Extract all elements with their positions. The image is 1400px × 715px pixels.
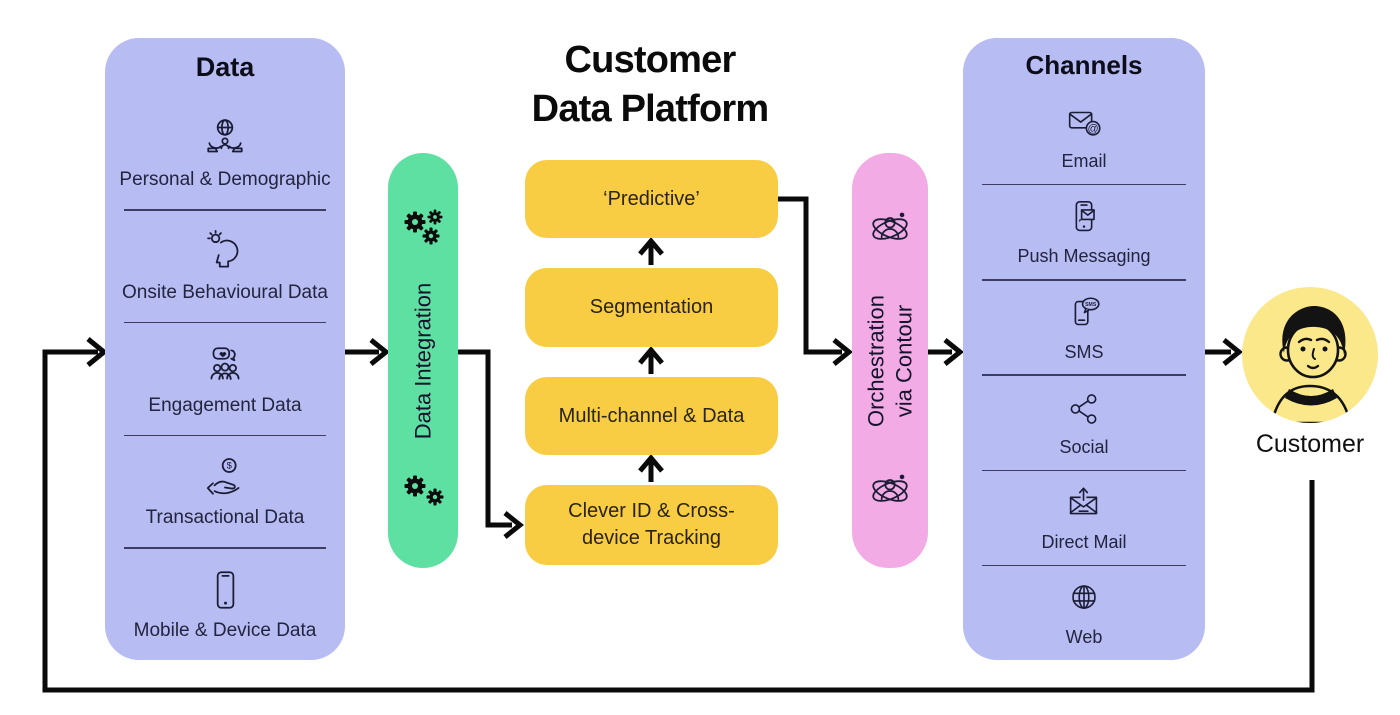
orchestration-label: Orchestration via Contour xyxy=(863,294,918,426)
phone-message-icon xyxy=(1063,197,1105,239)
svg-text:SMS: SMS xyxy=(1085,301,1097,307)
data-item-label: Personal & Demographic xyxy=(119,169,331,191)
data-panel: Data Personal & Demographic xyxy=(105,38,345,660)
channel-item-label: Push Messaging xyxy=(1017,246,1151,267)
divider xyxy=(982,279,1186,281)
arrowhead-clever-to-multichannel xyxy=(638,454,664,473)
arrow-predictive-to-orchestration xyxy=(778,196,842,355)
data-item-onsite-behavioural: Onsite Behavioural Data xyxy=(105,211,345,322)
channel-item-social: Social xyxy=(963,376,1205,470)
data-item-personal-demographic: Personal & Demographic xyxy=(105,98,345,209)
channel-item-label: Social xyxy=(1059,436,1109,457)
divider xyxy=(982,374,1186,376)
channel-item-web: Web xyxy=(963,566,1205,660)
channel-item-label: SMS xyxy=(1064,341,1104,362)
title-line-2: Data Platform xyxy=(531,88,769,131)
channel-item-email: @ Email xyxy=(963,90,1205,184)
share-nodes-icon xyxy=(1063,388,1105,430)
feedback-arrowhead xyxy=(86,337,108,367)
data-panel-title: Data xyxy=(195,52,255,82)
title-line-1: Customer xyxy=(564,39,737,81)
cdp-box-multichannel: Multi-channel & Data xyxy=(525,377,778,455)
divider xyxy=(124,321,326,324)
channel-item-label: Web xyxy=(1065,627,1103,648)
data-item-label: Transactional Data xyxy=(145,507,305,529)
divider xyxy=(982,469,1186,471)
customer-avatar xyxy=(1242,287,1378,423)
divider xyxy=(124,434,326,437)
orbit-person-icon xyxy=(867,467,913,518)
channel-item-push-messaging: Push Messaging xyxy=(963,185,1205,279)
data-item-transactional: $ Transactional Data xyxy=(105,436,345,547)
customer-illustration xyxy=(1270,305,1352,423)
arrowhead-channels-to-customer xyxy=(1222,338,1244,366)
channels-panel: Channels @ Email xyxy=(963,38,1205,660)
arrowhead-segmentation-to-predictive xyxy=(638,237,664,256)
arrowhead-integration-to-cleverid xyxy=(503,511,525,539)
orchestration-label-line-1: Orchestration xyxy=(863,294,889,427)
gears-icon xyxy=(399,469,447,518)
divider xyxy=(982,183,1186,186)
data-item-engagement: Engagement Data xyxy=(105,323,345,434)
orchestration-pill: Orchestration via Contour xyxy=(852,153,928,568)
envelope-arrow-icon xyxy=(1063,483,1105,525)
phone-sms-icon: SMS xyxy=(1063,293,1105,335)
gears-icon xyxy=(399,205,447,254)
data-item-label: Mobile & Device Data xyxy=(133,619,317,641)
divider xyxy=(124,209,326,211)
data-integration-label: Data Integration xyxy=(410,282,436,439)
channel-item-sms: SMS SMS xyxy=(963,281,1205,375)
arrow-integration-to-cleverid xyxy=(458,349,512,528)
hand-coin-icon: $ xyxy=(202,454,248,500)
channel-item-direct-mail: Direct Mail xyxy=(963,471,1205,565)
cdp-box-clever-id: Clever ID & Cross-device Tracking xyxy=(525,485,778,565)
arrowhead-data-to-integration xyxy=(369,338,391,366)
page-title: Customer Data Platform xyxy=(455,36,845,135)
svg-text:@: @ xyxy=(1087,123,1098,135)
channel-item-label: Direct Mail xyxy=(1041,532,1127,553)
customer-label: Customer xyxy=(1255,430,1365,458)
arrowhead-orchestration-to-channels xyxy=(943,338,965,366)
svg-text:$: $ xyxy=(227,460,233,471)
orbit-person-icon xyxy=(867,205,913,256)
divider xyxy=(982,564,1186,567)
channel-item-label: Email xyxy=(1061,151,1107,172)
divider xyxy=(124,547,326,549)
arrowhead-predictive-to-orchestration xyxy=(832,338,854,366)
head-idea-icon xyxy=(202,229,248,275)
data-item-label: Onsite Behavioural Data xyxy=(122,281,328,303)
smartphone-icon xyxy=(202,567,248,613)
cdp-box-segmentation: Segmentation xyxy=(525,268,778,347)
people-globe-icon xyxy=(202,116,248,162)
channels-panel-title: Channels xyxy=(1025,50,1143,80)
cdp-box-predictive: ‘Predictive’ xyxy=(525,160,778,238)
data-item-label: Engagement Data xyxy=(148,394,302,416)
feedback-loop-line xyxy=(42,349,1315,693)
orchestration-label-line-2: via Contour xyxy=(891,304,916,417)
data-item-mobile-device: Mobile & Device Data xyxy=(105,549,345,660)
people-chat-icon xyxy=(202,342,248,388)
email-at-icon: @ xyxy=(1063,102,1105,144)
globe-icon xyxy=(1063,578,1105,620)
data-integration-pill: Data Integration xyxy=(388,153,458,568)
arrowhead-multichannel-to-segmentation xyxy=(638,346,664,365)
